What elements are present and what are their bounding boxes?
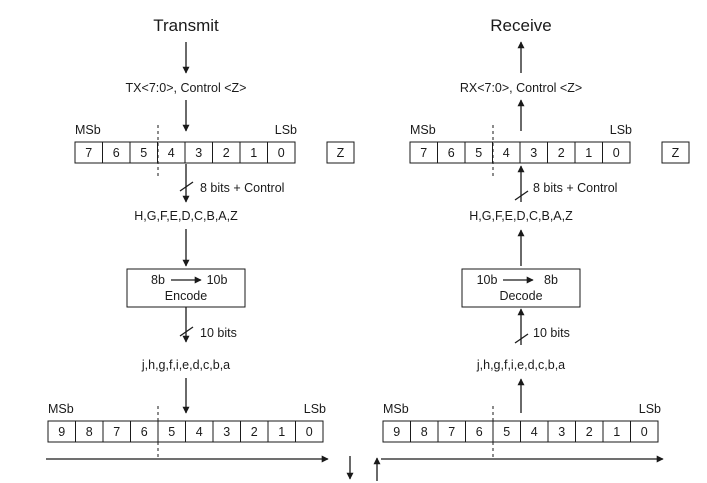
rx-byte-cell-box	[602, 141, 631, 164]
receive-title: Receive	[490, 16, 551, 35]
tx-code-cell: 7	[113, 425, 120, 439]
rx-code-cell: 5	[503, 425, 510, 439]
decoder-name: Decode	[499, 289, 542, 303]
rx-byte-cell: 3	[530, 146, 537, 160]
tx-bus2-label: 10 bits	[200, 326, 237, 340]
transmit-section: Transmit TX<7:0>, Control <Z> MSb LSb 7 6…	[46, 16, 355, 480]
tx-code-register: 9 8 7 6 5 4 3 2 1 0	[47, 420, 324, 443]
rx-code-msb-label: MSb	[383, 402, 409, 416]
rx-code-cell: 9	[393, 425, 400, 439]
rx-byte-cell: 0	[613, 146, 620, 160]
rx-byte-cell: 6	[448, 146, 455, 160]
decoder-from: 10b	[477, 273, 498, 287]
rx-byte-cell: 1	[585, 146, 592, 160]
tx-byte-lsb-label: LSb	[275, 123, 297, 137]
tx-code-cell-box	[295, 420, 324, 443]
rx-code-cell: 3	[558, 425, 565, 439]
encoder-name: Encode	[165, 289, 207, 303]
rx-code-cell: 4	[531, 425, 538, 439]
rx-control-cell: Z	[672, 146, 680, 160]
tx-code-cell: 8	[86, 425, 93, 439]
tx-byte-cell: 5	[140, 146, 147, 160]
rx-bus1-slash	[514, 190, 529, 201]
tx-byte-cell: 6	[113, 146, 120, 160]
rx-bits-label: H,G,F,E,D,C,B,A,Z	[469, 209, 573, 223]
encoder-from: 8b	[151, 273, 165, 287]
tx-byte-cell: 0	[278, 146, 285, 160]
rx-code-cell: 6	[476, 425, 483, 439]
rx-code-label: j,h,g,f,i,e,d,c,b,a	[476, 358, 565, 372]
tx-code-label: j,h,g,f,i,e,d,c,b,a	[141, 358, 230, 372]
rx-control-register: Z	[661, 141, 690, 164]
tx-input-label: TX<7:0>, Control <Z>	[126, 81, 247, 95]
tx-code-cell: 0	[306, 425, 313, 439]
encoder-block: 8b 10b Encode	[126, 268, 246, 308]
tx-byte-msb-label: MSb	[75, 123, 101, 137]
rx-byte-msb-label: MSb	[410, 123, 436, 137]
transmit-title: Transmit	[153, 16, 219, 35]
tx-bus2-slash	[179, 326, 194, 337]
tx-code-cell: 1	[278, 425, 285, 439]
rx-bus1-label: 8 bits + Control	[533, 181, 617, 195]
tx-bus1-label: 8 bits + Control	[200, 181, 284, 195]
tx-code-msb-label: MSb	[48, 402, 74, 416]
tx-byte-cell: 7	[85, 146, 92, 160]
rx-byte-cell: 5	[475, 146, 482, 160]
tx-bus1-slash	[179, 181, 194, 192]
tx-control-cell: Z	[337, 146, 345, 160]
tx-byte-cell: 2	[223, 146, 230, 160]
decoder-block: 10b 8b Decode	[461, 268, 581, 308]
rx-code-cell: 2	[586, 425, 593, 439]
rx-bus2-label: 10 bits	[533, 326, 570, 340]
tx-byte-register: 7 6 5 4 3 2 1 0	[74, 141, 296, 164]
rx-code-register: 9 8 7 6 5 4 3 2 1 0	[382, 420, 659, 443]
rx-code-cell-box	[630, 420, 659, 443]
rx-bus2-slash	[514, 333, 529, 344]
rx-output-label: RX<7:0>, Control <Z>	[460, 81, 582, 95]
tx-control-register: Z	[326, 141, 355, 164]
tx-code-cell: 3	[223, 425, 230, 439]
decoder-to: 8b	[544, 273, 558, 287]
tx-code-cell: 2	[251, 425, 258, 439]
rx-byte-lsb-label: LSb	[610, 123, 632, 137]
tx-code-lsb-label: LSb	[304, 402, 326, 416]
rx-code-cell: 8	[421, 425, 428, 439]
tx-bits-label: H,G,F,E,D,C,B,A,Z	[134, 209, 238, 223]
tx-byte-cell: 3	[195, 146, 202, 160]
rx-byte-cell: 7	[420, 146, 427, 160]
tx-byte-cell-box	[267, 141, 296, 164]
rx-code-cell: 7	[448, 425, 455, 439]
rx-byte-cell: 4	[503, 146, 510, 160]
tx-byte-cell: 4	[168, 146, 175, 160]
tx-byte-cell: 1	[250, 146, 257, 160]
tx-code-cell: 4	[196, 425, 203, 439]
receive-section: Receive RX<7:0>, Control <Z> MSb LSb 7 6 5…	[373, 16, 690, 481]
rx-code-lsb-label: LSb	[639, 402, 661, 416]
encoder-to: 10b	[207, 273, 228, 287]
rx-code-cell: 1	[613, 425, 620, 439]
tx-code-cell: 6	[141, 425, 148, 439]
rx-byte-register: 7 6 5 4 3 2 1 0	[409, 141, 631, 164]
tx-code-cell: 5	[168, 425, 175, 439]
rx-byte-cell: 2	[558, 146, 565, 160]
tx-code-cell: 9	[58, 425, 65, 439]
rx-code-cell: 0	[641, 425, 648, 439]
